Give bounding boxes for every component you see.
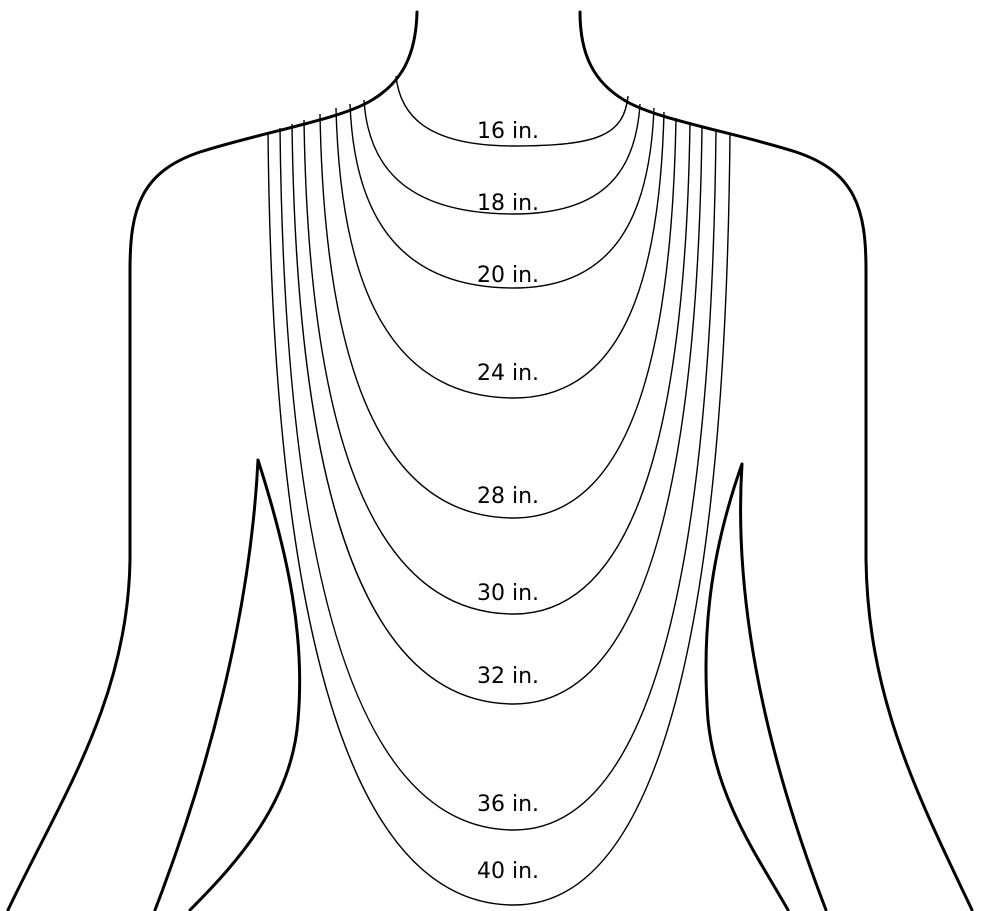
necklace-chain bbox=[320, 114, 676, 518]
length-label: 24 in. bbox=[477, 361, 539, 386]
necklace-chain bbox=[280, 128, 716, 830]
length-label: 36 in. bbox=[477, 792, 539, 817]
necklace-chain bbox=[336, 108, 664, 398]
length-label: 40 in. bbox=[477, 859, 539, 884]
left-neck-shoulder-arm-outline bbox=[8, 12, 417, 910]
length-label: 18 in. bbox=[477, 191, 539, 216]
length-label: 32 in. bbox=[477, 664, 539, 689]
length-labels: 16 in. 18 in. 20 in. 24 in. 28 in. 30 in. 32 i… bbox=[477, 119, 539, 884]
length-label: 28 in. bbox=[477, 484, 539, 509]
length-label: 16 in. bbox=[477, 119, 539, 144]
body-silhouette bbox=[8, 12, 972, 910]
length-label: 30 in. bbox=[477, 581, 539, 606]
right-inner-arm-outline bbox=[706, 464, 826, 910]
left-inner-arm-outline bbox=[155, 460, 300, 910]
length-label: 20 in. bbox=[477, 263, 539, 288]
right-neck-shoulder-arm-outline bbox=[580, 12, 972, 910]
